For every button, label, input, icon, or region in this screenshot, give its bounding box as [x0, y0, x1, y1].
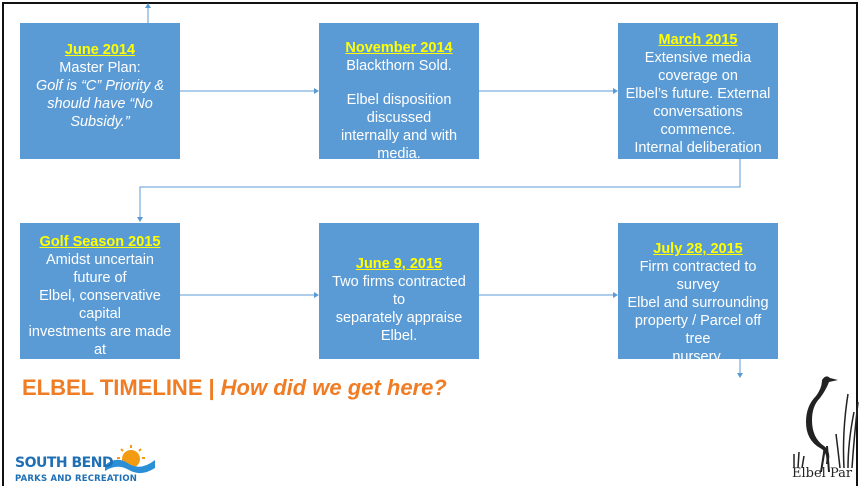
event-text: Two firms contracted to	[332, 274, 466, 308]
title-separator: |	[208, 375, 215, 400]
event-text: Internal deliberation	[634, 140, 762, 156]
event-date: Golf Season 2015	[39, 234, 161, 250]
event-text: Master Plan:	[59, 60, 141, 76]
event-text: nursery.	[672, 349, 724, 365]
event-text: investments are made at	[28, 324, 172, 358]
arrow-right-icon	[613, 88, 618, 94]
event-text: Extensive media coverage on	[644, 50, 752, 84]
arrow-right-icon	[314, 88, 319, 94]
event-text: Elbel, conservative capital	[39, 288, 161, 322]
arrow-down-icon	[137, 217, 143, 222]
event-text: continues.	[664, 158, 732, 174]
spacer	[325, 75, 473, 91]
event-date: July 28, 2015	[653, 241, 743, 257]
timeline-event-june-9-2015: June 9, 2015 Two firms contracted to sep…	[319, 223, 479, 359]
timeline-event-november-2014: November 2014 Blackthorn Sold. Elbel dis…	[319, 23, 479, 162]
event-text: should have “No Subsidy.”	[47, 96, 153, 130]
south-bend-parks-logo: SOUTH BEND PARKS AND RECREATION	[15, 445, 155, 484]
title-main: ELBEL TIMELINE	[22, 375, 203, 400]
timeline-event-june-2014: June 2014 Master Plan: Golf is “C” Prior…	[20, 23, 180, 159]
timeline-event-july-28-2015: July 28, 2015 Firm contracted to survey …	[618, 223, 778, 365]
event-date: November 2014	[345, 40, 453, 56]
svg-text:PARKS AND RECREATION: PARKS AND RECREATION	[15, 474, 137, 484]
event-text: Golf is “C” Priority &	[35, 78, 165, 94]
arrow-right-icon	[314, 292, 319, 298]
event-text: Amidst uncertain future of	[46, 252, 154, 286]
event-text: property / Parcel off tree	[634, 313, 762, 347]
svg-text:SOUTH BEND: SOUTH BEND	[15, 455, 113, 471]
event-text: Firm contracted to survey	[639, 259, 757, 293]
event-text: Elbel disposition discussed	[346, 92, 452, 126]
event-text: Elbel and surrounding	[627, 295, 769, 311]
event-text: Elbel.	[81, 360, 119, 376]
title-subtitle: How did we get here?	[220, 375, 447, 400]
event-text: internally and with media.	[340, 128, 458, 162]
arrow-right-icon	[613, 292, 618, 298]
event-text: Blackthorn Sold.	[346, 58, 452, 74]
connector-3-4	[139, 159, 741, 218]
event-text: Elbel’s future. External	[625, 86, 771, 102]
timeline-event-golf-season-2015: Golf Season 2015 Amidst uncertain future…	[20, 223, 180, 376]
heron-icon	[793, 376, 859, 472]
arrow-down-icon	[737, 373, 743, 378]
event-date: June 2014	[64, 42, 136, 58]
elbel-park-logo-text: Elbel Par	[792, 466, 853, 481]
event-text: conversations commence.	[653, 104, 743, 138]
arrow-up-icon	[145, 3, 151, 8]
timeline-event-march-2015: March 2015 Extensive media coverage on E…	[618, 23, 778, 174]
event-date: June 9, 2015	[355, 256, 443, 272]
event-text: separately appraise Elbel.	[335, 310, 463, 344]
slide-title: ELBEL TIMELINE|How did we get here?	[22, 375, 447, 401]
event-date: March 2015	[658, 32, 738, 48]
